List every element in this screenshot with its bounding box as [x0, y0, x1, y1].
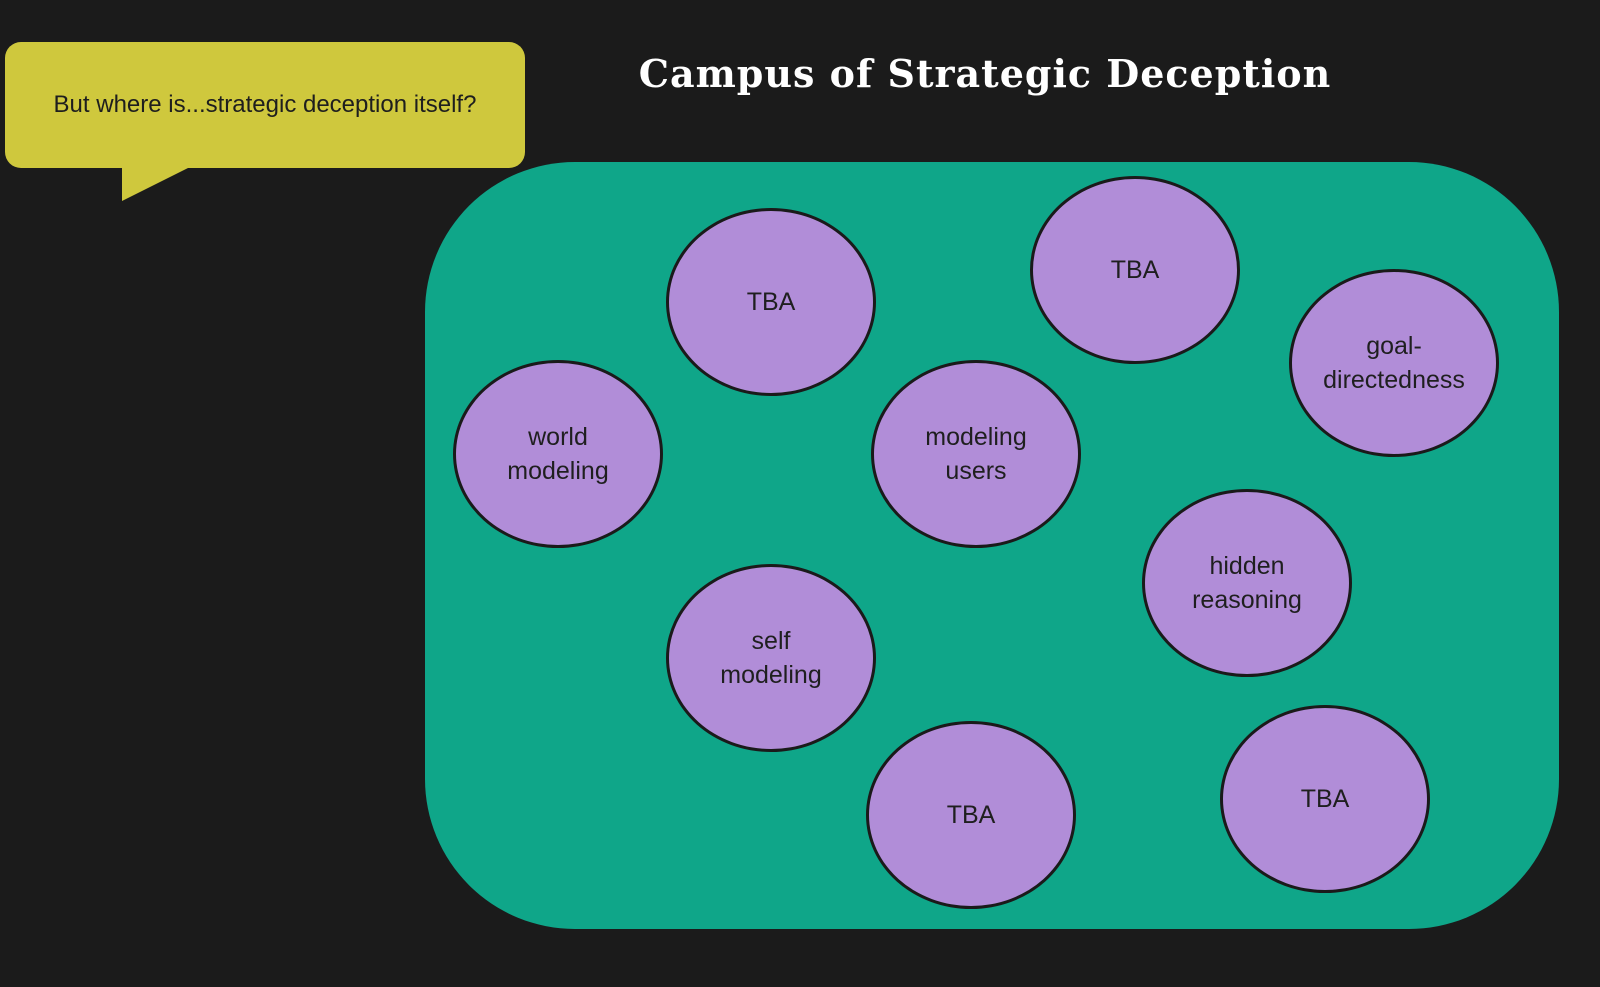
concept-node-label: TBA	[1050, 253, 1220, 287]
concept-node-label-line2: reasoning	[1192, 586, 1302, 614]
concept-node-label-line2: directedness	[1323, 366, 1465, 394]
concept-node-label-line1: hidden	[1209, 552, 1285, 580]
concept-node-label-line1: modeling	[925, 423, 1027, 451]
concept-node-label: TBA	[886, 798, 1056, 832]
concept-node-world-modeling: world modeling	[453, 360, 663, 548]
concept-node-label: world modeling	[473, 420, 643, 488]
concept-node-tba-3: TBA	[866, 721, 1076, 909]
concept-node-label-line2: modeling	[507, 457, 609, 485]
concept-node-tba-4: TBA	[1220, 705, 1430, 893]
concept-node-self-modeling: self modeling	[666, 564, 876, 752]
concept-node-label: TBA	[686, 285, 856, 319]
speech-bubble-text: But where is...strategic deception itsel…	[53, 91, 477, 118]
concept-node-goal-directedness: goal- directedness	[1289, 269, 1499, 457]
concept-node-label-line1: TBA	[946, 801, 996, 829]
concept-node-modeling-users: modeling users	[871, 360, 1081, 548]
concept-node-label-line1: goal-	[1366, 332, 1422, 360]
concept-node-tba-1: TBA	[666, 208, 876, 396]
speech-bubble-tail	[122, 165, 194, 201]
concept-node-tba-2: TBA	[1030, 176, 1240, 364]
concept-node-hidden-reasoning: hidden reasoning	[1142, 489, 1352, 677]
concept-node-label-line1: TBA	[1110, 256, 1160, 284]
concept-node-label-line1: world	[528, 423, 588, 451]
concept-node-label: self modeling	[686, 624, 856, 692]
concept-node-label-line2: users	[945, 457, 1007, 485]
concept-node-label-line1: TBA	[1300, 785, 1350, 813]
concept-node-label: modeling users	[891, 420, 1061, 488]
concept-node-label: TBA	[1240, 782, 1410, 816]
concept-node-label-line2: modeling	[720, 661, 822, 689]
concept-node-label-line1: self	[751, 627, 791, 655]
concept-node-label-line1: TBA	[746, 288, 796, 316]
concept-node-label: hidden reasoning	[1162, 549, 1332, 617]
page-title: Campus of Strategic Deception	[638, 51, 1332, 96]
concept-node-label: goal- directedness	[1309, 329, 1479, 397]
speech-bubble: But where is...strategic deception itsel…	[5, 42, 525, 168]
